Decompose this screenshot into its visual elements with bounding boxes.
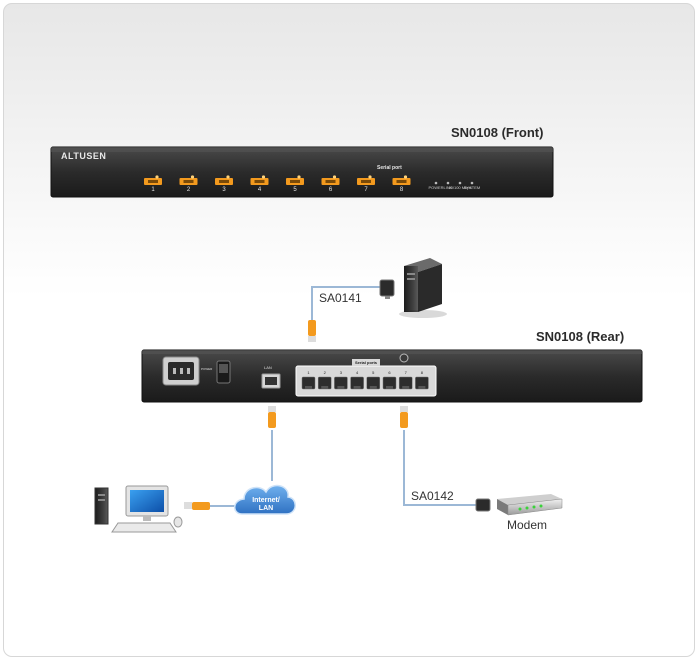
front-led-label: SYSTEM xyxy=(464,185,480,190)
front-serial-port-8: 8 xyxy=(392,175,411,193)
front-serial-port-1: 1 xyxy=(144,175,162,193)
modem-cable-connector xyxy=(400,406,408,428)
rear-serial-port-5: 5 xyxy=(366,370,381,390)
cable-sa0142-label: SA0142 xyxy=(411,489,454,503)
internet-lan-cloud xyxy=(234,484,296,515)
front-serial-port-5: 5 xyxy=(286,175,304,193)
rear-port-number: 7 xyxy=(405,370,408,375)
ground-screw xyxy=(399,353,409,363)
lan-cable-connector xyxy=(268,406,276,428)
rear-port-number: 8 xyxy=(421,370,424,375)
front-led-0: POWER xyxy=(428,181,444,190)
rear-port-number: 5 xyxy=(372,370,375,375)
cable-sa0141 xyxy=(311,286,382,322)
front-port-number: 3 xyxy=(222,187,226,193)
front-port-number: 8 xyxy=(400,187,404,193)
rear-serial-ports-label: Serial ports xyxy=(355,360,378,365)
serial-ports-block: 1 2 3 4 5 6 7 8 xyxy=(295,359,437,397)
front-serial-port-label: Serial port xyxy=(377,165,402,171)
rear-serial-port-6: 6 xyxy=(382,370,397,390)
front-port-number: 5 xyxy=(293,187,297,193)
server-cable-connector xyxy=(308,320,316,342)
cloud-label-line2: LAN xyxy=(258,505,274,512)
server-tower-icon xyxy=(379,258,447,318)
front-led-label: POWER xyxy=(428,185,443,190)
rear-serial-port-7: 7 xyxy=(398,370,413,390)
rear-port-number: 6 xyxy=(388,370,391,375)
front-port-number: 6 xyxy=(329,187,333,193)
modem-icon xyxy=(475,494,563,516)
cable-sa0141-label: SA0141 xyxy=(319,291,362,305)
front-port-number: 7 xyxy=(364,187,368,193)
front-serial-port-3: 3 xyxy=(215,175,233,193)
modem-label: Modem xyxy=(507,518,548,532)
rear-power-label: POWER xyxy=(201,367,213,371)
front-unit-title: SN0108 (Front) xyxy=(451,125,544,140)
front-led-2: 10/100 Mbps xyxy=(448,181,472,190)
rear-serial-port-4: 4 xyxy=(350,370,364,390)
front-led-label: LINK xyxy=(444,185,453,190)
front-port-number: 1 xyxy=(151,187,155,193)
rear-serial-port-8: 8 xyxy=(415,370,429,390)
front-serial-port-6: 6 xyxy=(321,175,340,193)
rear-unit-title: SN0108 (Rear) xyxy=(536,329,625,344)
rear-port-number: 4 xyxy=(356,370,359,375)
cloud-label-line1: Internet/ xyxy=(252,497,280,504)
pc-workstation-icon xyxy=(94,485,210,533)
cable-sa0142 xyxy=(403,430,476,506)
front-led-3: SYSTEM xyxy=(464,181,480,190)
front-port-number: 4 xyxy=(258,187,262,193)
front-serial-port-4: 4 xyxy=(250,175,269,193)
power-switch xyxy=(216,360,231,384)
sn0108-rear-unit: 1 2 3 4 5 6 7 8 xyxy=(141,320,643,428)
lan-port xyxy=(261,373,281,389)
front-led-1: LINK xyxy=(444,181,453,190)
rear-port-number: 1 xyxy=(307,370,310,375)
rear-lan-label: LAN xyxy=(264,365,272,370)
rear-serial-port-2: 2 xyxy=(317,370,332,390)
rear-port-number: 3 xyxy=(340,370,343,375)
cloud-label: Internet/ LAN xyxy=(244,497,288,513)
front-serial-port-2: 2 xyxy=(179,175,198,193)
diagram-frame xyxy=(3,3,695,657)
brand-logo: ALTUSEN xyxy=(61,151,107,161)
rear-serial-port-1: 1 xyxy=(301,370,316,390)
rear-port-number: 2 xyxy=(324,370,327,375)
front-serial-port-7: 7 xyxy=(357,175,375,193)
rear-serial-port-3: 3 xyxy=(334,370,348,390)
front-port-number: 2 xyxy=(187,187,191,193)
power-socket xyxy=(162,356,200,386)
front-led-label: 10/100 Mbps xyxy=(448,185,471,190)
